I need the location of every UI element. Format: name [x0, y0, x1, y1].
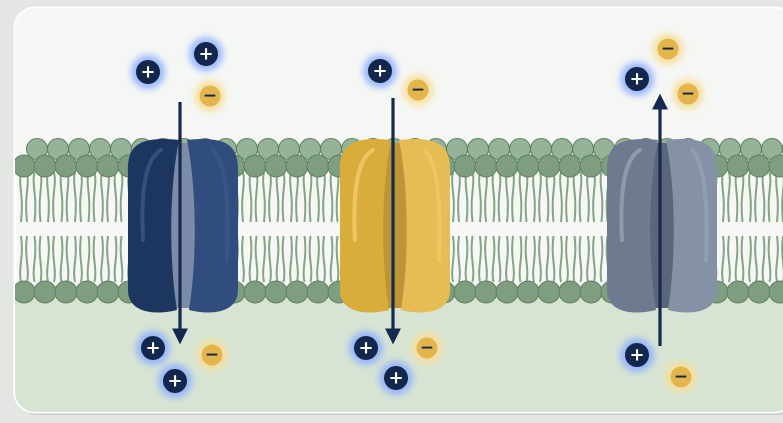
anion-ion: − [673, 79, 704, 110]
cation-sign: + [372, 61, 387, 82]
anion-sign: − [203, 86, 217, 106]
neutral-channel [607, 139, 717, 312]
lipid-head [496, 155, 518, 177]
ion-channels [128, 139, 717, 312]
cation-ion: + [349, 331, 383, 365]
lipid-head [517, 281, 539, 303]
cation-sign: + [145, 338, 160, 359]
anion-ion: − [197, 340, 228, 371]
lipid-head [13, 281, 35, 303]
lipid-head [727, 155, 749, 177]
lipid-head [559, 281, 581, 303]
cation-ion: + [379, 361, 413, 395]
anion-ion: − [653, 34, 684, 65]
anion-ion: − [666, 362, 697, 393]
cation-ion: + [620, 62, 654, 96]
lipid-head [538, 155, 560, 177]
cation-sign: + [358, 338, 373, 359]
lipid-head [286, 281, 308, 303]
anion-sign: − [420, 338, 434, 358]
cation-sign: + [629, 345, 644, 366]
lipid-head [244, 155, 266, 177]
lipid-head [517, 155, 539, 177]
lipid-head [748, 281, 770, 303]
lipid-head [475, 281, 497, 303]
lipid-head [55, 155, 77, 177]
lipid-head [34, 281, 56, 303]
lipid-head [244, 281, 266, 303]
anion-ion: − [195, 81, 226, 112]
lipid-head [265, 281, 287, 303]
anion-sign: − [205, 345, 219, 365]
lipid-head [13, 155, 35, 177]
cation-ion: + [136, 331, 170, 365]
anion-sign: − [681, 84, 695, 104]
lipid-head [307, 281, 329, 303]
cation-channel [128, 139, 238, 312]
anion-sign: − [661, 39, 675, 59]
lipid-head [97, 155, 119, 177]
lipid-head [76, 155, 98, 177]
cation-ion: + [363, 54, 397, 88]
cation-sign: + [140, 62, 155, 83]
anion-sign: − [674, 367, 688, 387]
lipid-head [265, 155, 287, 177]
lipid-head [475, 155, 497, 177]
anion-sign: − [411, 80, 425, 100]
lipid-head [454, 155, 476, 177]
cation-ion: + [189, 37, 223, 71]
lipid-head [97, 281, 119, 303]
lipid-head [286, 155, 308, 177]
cation-ion: + [620, 338, 654, 372]
lipid-head [454, 281, 476, 303]
lipid-head [307, 155, 329, 177]
lipid-head [34, 155, 56, 177]
anion-ion: − [412, 333, 443, 364]
lipid-head [496, 281, 518, 303]
anion-ion: − [403, 75, 434, 106]
cation-sign: + [629, 69, 644, 90]
lipid-head [580, 155, 602, 177]
cation-sign: + [198, 44, 213, 65]
lipid-head [580, 281, 602, 303]
cation-sign: + [167, 371, 182, 392]
lipid-head [559, 155, 581, 177]
lipid-head [538, 281, 560, 303]
lipid-head [76, 281, 98, 303]
lipid-head [55, 281, 77, 303]
lipid-head [748, 155, 770, 177]
lipid-head [727, 281, 749, 303]
cation-ion: + [131, 55, 165, 89]
cation-ion: + [158, 364, 192, 398]
anion-channel [340, 139, 450, 312]
cation-sign: + [388, 368, 403, 389]
